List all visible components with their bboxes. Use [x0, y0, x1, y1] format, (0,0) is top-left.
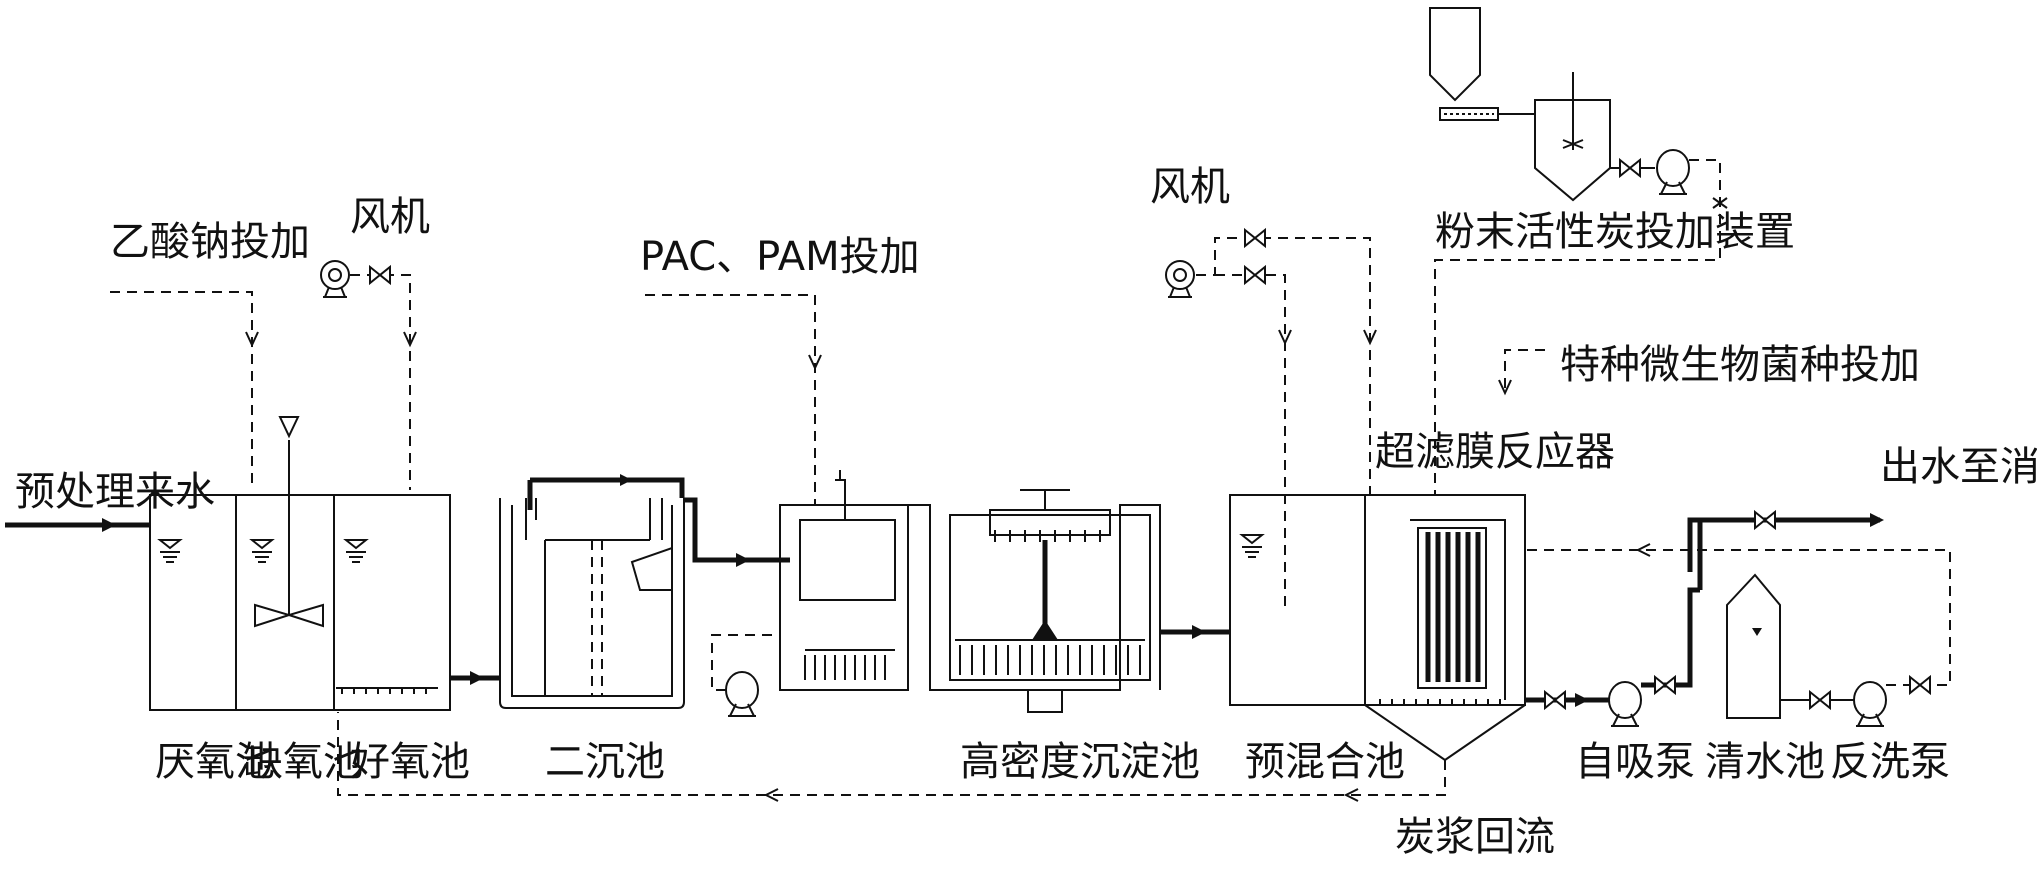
blower-1-air-line: [350, 266, 417, 490]
carbon-slurry-return-label: 炭浆回流: [1395, 814, 1555, 860]
secondary-clarifier-label: 二沉池: [545, 739, 665, 785]
blower-2-label: 风机: [1150, 164, 1230, 210]
sodium-acetate-line: [110, 291, 259, 490]
uf-membrane-module: [1410, 519, 1506, 700]
blower-2-air-lines: [1196, 229, 1377, 610]
aerobic-tank-label: 好氧池: [350, 739, 470, 785]
clear-water-tank-label: 清水池: [1705, 739, 1825, 785]
high-density-clarifier-label: 高密度沉淀池: [960, 739, 1200, 785]
secondary-clarifier-tank: [499, 474, 685, 709]
sludge-pump-icon: [711, 634, 780, 717]
clear-water-tank-icon: [1726, 573, 1781, 719]
premix-tank-label: 预混合池: [1245, 739, 1405, 785]
high-density-clarifier-tank: [779, 470, 1161, 713]
special-microbe-line: [1498, 349, 1545, 396]
backwash-pump-icon: [1853, 681, 1887, 727]
anaerobic-tank-label: 厌氧池: [155, 739, 275, 785]
pac-pam-label: PAC、PAM投加: [640, 234, 920, 280]
outlet-label: 出水至消毒池: [1880, 444, 2037, 490]
uf-reactor-label: 超滤膜反应器: [1375, 429, 1615, 475]
carbon-dosing-device-label: 粉末活性炭投加装置: [1435, 209, 1795, 255]
backwash-lines: [1525, 543, 1951, 709]
carbon-dosing-device-icon: [1429, 7, 1728, 495]
carbon-slurry-return-line: [337, 712, 1446, 802]
pipe-to-clarifier: [450, 671, 500, 685]
blower-2-icon: [1165, 260, 1195, 298]
backwash-pump-label: 反洗泵: [1830, 739, 1950, 785]
pipe-to-high-density: [684, 497, 790, 567]
inlet-label: 预处理来水: [15, 469, 215, 515]
anoxic-mixer-icon: [254, 416, 324, 628]
uf-outlet-pipe: [1525, 691, 1610, 709]
pump-to-clear-water-pipe: [1641, 511, 1884, 694]
aeration-diffuser-icon: [336, 687, 438, 694]
blower-1-icon: [320, 260, 350, 298]
aao-tank: [149, 494, 451, 711]
pipe-to-premix: [1160, 625, 1230, 639]
special-microbe-label: 特种微生物菌种投加: [1560, 342, 1920, 388]
pac-pam-dosing-line: [645, 294, 822, 505]
anoxic-tank-label: 缺氧池: [243, 739, 363, 785]
sodium-acetate-label: 乙酸钠投加: [110, 219, 310, 265]
self-priming-pump-label: 自吸泵: [1575, 739, 1695, 785]
self-priming-pump-icon: [1608, 681, 1642, 727]
premix-uf-tank: [1229, 494, 1526, 762]
blower-1-label: 风机: [350, 194, 430, 240]
inlet-pipe: [5, 518, 150, 532]
